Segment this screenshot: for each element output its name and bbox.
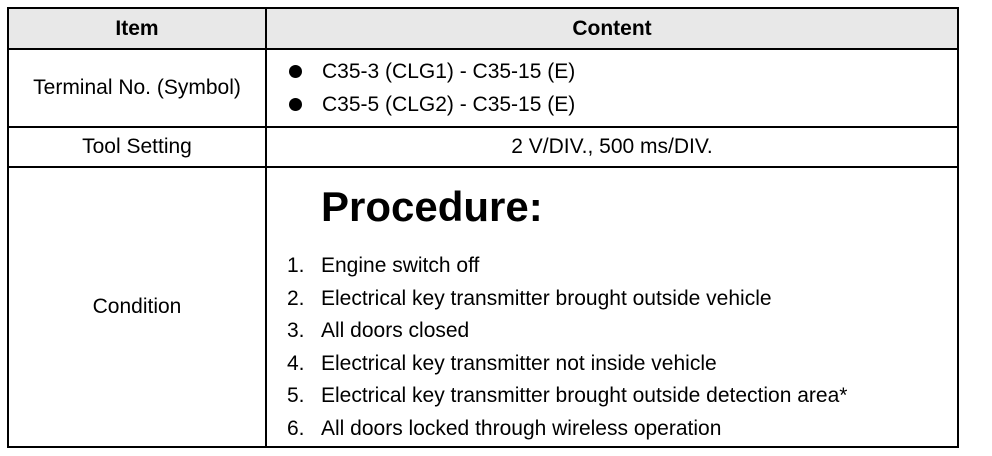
terminal-item-text: C35-3 (CLG1) - C35-15 (E) xyxy=(322,60,576,83)
tool-setting-row: Tool Setting 2 V/DIV., 500 ms/DIV. xyxy=(7,126,959,168)
step-text: All doors locked through wireless operat… xyxy=(321,416,722,440)
terminal-item-text: C35-5 (CLG2) - C35-15 (E) xyxy=(322,93,576,116)
tool-setting-value: 2 V/DIV., 500 ms/DIV. xyxy=(265,126,959,168)
step-number: 2. xyxy=(287,286,305,310)
procedure-step: 5. Electrical key transmitter brought ou… xyxy=(287,380,957,413)
procedure-step: 1. Engine switch off xyxy=(287,250,957,283)
header-content: Content xyxy=(265,7,959,50)
step-number: 4. xyxy=(287,351,305,375)
tool-setting-label: Tool Setting xyxy=(7,126,267,168)
procedure-title: Procedure: xyxy=(321,183,543,230)
step-text: Electrical key transmitter brought outsi… xyxy=(321,286,772,310)
bullet-icon xyxy=(289,65,302,78)
terminal-row: Terminal No. (Symbol) C35-3 (CLG1) - C35… xyxy=(7,48,959,128)
condition-content: Procedure: 1. Engine switch off 2. Elect… xyxy=(265,166,959,448)
step-text: All doors closed xyxy=(321,319,470,342)
bullet-icon xyxy=(289,98,302,111)
inspection-table: Item Content Terminal No. (Symbol) C35-3… xyxy=(7,7,959,448)
step-number: 3. xyxy=(287,319,305,342)
step-text: Engine switch off xyxy=(321,254,480,277)
procedure-step: 2. Electrical key transmitter brought ou… xyxy=(287,283,957,316)
condition-label: Condition xyxy=(7,166,267,448)
step-number: 5. xyxy=(287,384,305,407)
terminal-values: C35-3 (CLG1) - C35-15 (E) C35-5 (CLG2) -… xyxy=(265,48,959,128)
step-text: Electrical key transmitter brought outsi… xyxy=(321,384,848,407)
step-number: 1. xyxy=(287,254,305,277)
procedure-step: 4. Electrical key transmitter not inside… xyxy=(287,348,957,381)
step-text: Electrical key transmitter not inside ve… xyxy=(321,351,717,375)
procedure-step: 3. All doors closed xyxy=(287,315,957,348)
procedure-steps: 1. Engine switch off 2. Electrical key t… xyxy=(267,250,957,445)
terminal-label: Terminal No. (Symbol) xyxy=(7,48,267,128)
terminal-list: C35-3 (CLG1) - C35-15 (E) C35-5 (CLG2) -… xyxy=(267,55,957,121)
procedure-step: 6. All doors locked through wireless ope… xyxy=(287,413,957,446)
condition-row: Condition Procedure: 1. Engine switch of… xyxy=(7,166,959,448)
terminal-item: C35-3 (CLG1) - C35-15 (E) xyxy=(289,55,957,88)
header-row: Item Content xyxy=(7,7,959,50)
terminal-item: C35-5 (CLG2) - C35-15 (E) xyxy=(289,88,957,121)
step-number: 6. xyxy=(287,416,305,440)
header-item: Item xyxy=(7,7,267,50)
